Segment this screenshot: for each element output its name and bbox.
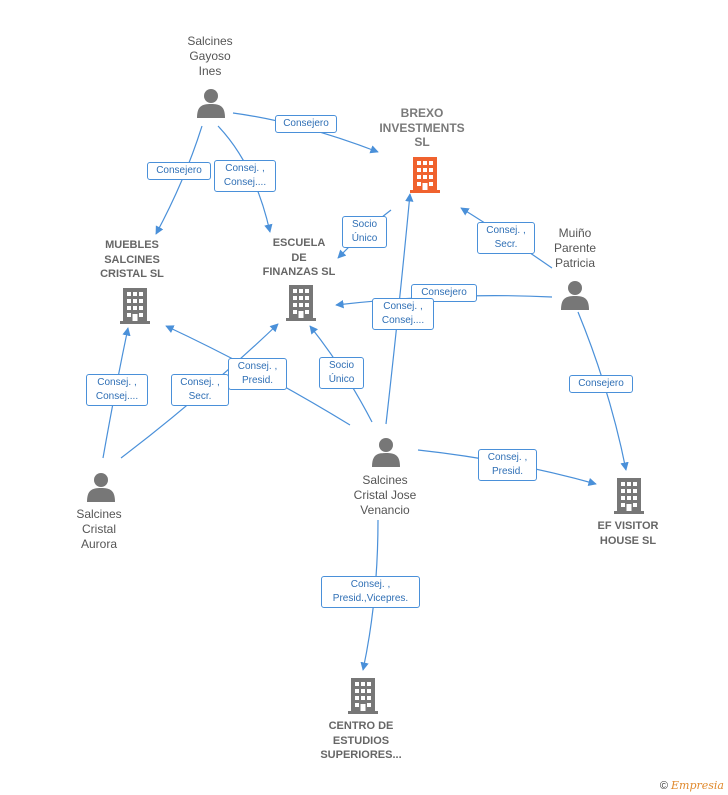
edge-label-muino-escuela[interactable]: Consejero: [411, 284, 477, 302]
edge-label-gayoso-brexo[interactable]: Consejero: [275, 115, 337, 133]
building-icon-centro[interactable]: [348, 678, 378, 714]
edge-label-venancio-escuela-consej[interactable]: Consej. , Consej....: [372, 298, 434, 330]
edge-label-gayoso-escuela[interactable]: Consej. , Consej....: [214, 160, 276, 192]
edge-label-aurora-muebles[interactable]: Consej. , Consej....: [86, 374, 148, 406]
edge-label-venancio-muebles[interactable]: Consej. , Presid.: [228, 358, 287, 390]
edge-label-venancio-brexo-socio[interactable]: Socio Único: [342, 216, 387, 248]
person-icon-muino[interactable]: [561, 281, 589, 310]
person-icon-aurora[interactable]: [87, 473, 115, 502]
edge-label-muino-brexo[interactable]: Consej. , Secr.: [477, 222, 535, 254]
edge-label-aurora-escuela[interactable]: Consej. , Secr.: [171, 374, 229, 406]
person-icon-venancio[interactable]: [372, 438, 400, 467]
copyright-symbol: ©: [659, 780, 668, 792]
person-icon-gayoso[interactable]: [197, 89, 225, 118]
edge-label-muino-efvisitor[interactable]: Consejero: [569, 375, 633, 393]
edge-label-gayoso-muebles[interactable]: Consejero: [147, 162, 211, 180]
edge-label-venancio-efvisitor[interactable]: Consej. , Presid.: [478, 449, 537, 481]
building-icon-escuela[interactable]: [286, 285, 316, 321]
node-label-venancio[interactable]: Salcines Cristal Jose Venancio: [353, 473, 417, 517]
edge-label-venancio-centro[interactable]: Consej. , Presid.,Vicepres.: [321, 576, 420, 608]
node-label-muebles[interactable]: MUEBLES SALCINES CRISTAL SL: [100, 239, 164, 280]
footer: © Empresia: [660, 779, 724, 792]
edge-gayoso-muebles: [155, 125, 203, 235]
node-label-centro[interactable]: CENTRO DE ESTUDIOS SUPERIORES...: [320, 720, 402, 761]
brand-logo[interactable]: Empresia: [671, 779, 724, 792]
edge-label-venancio-escuela-socio[interactable]: Socio Único: [319, 357, 364, 389]
node-label-gayoso[interactable]: Salcines Gayoso Ines: [187, 34, 233, 78]
node-label-brexo[interactable]: BREXO INVESTMENTS SL: [379, 106, 465, 149]
node-label-aurora[interactable]: Salcines Cristal Aurora: [76, 507, 122, 551]
building-icon-efvisitor[interactable]: [614, 478, 644, 514]
building-icon-muebles[interactable]: [120, 288, 150, 324]
node-label-muino[interactable]: Muiño Parente Patricia: [553, 226, 597, 270]
node-label-escuela[interactable]: ESCUELA DE FINANZAS SL: [262, 237, 336, 278]
building-icon-brexo[interactable]: [410, 157, 440, 193]
node-label-efvisitor[interactable]: EF VISITOR HOUSE SL: [597, 520, 659, 547]
